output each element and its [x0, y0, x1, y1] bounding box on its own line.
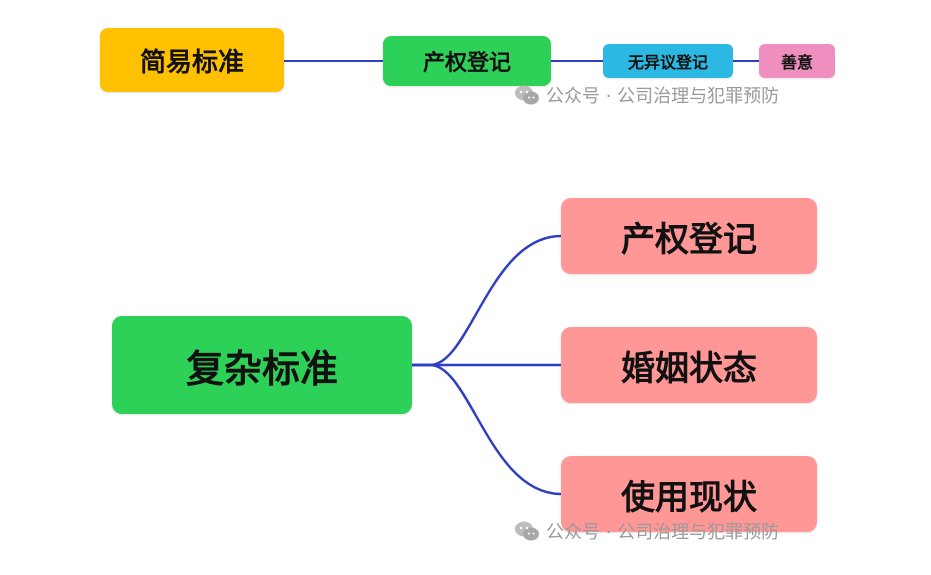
complex-branch-current-use-node: 使用现状	[561, 456, 817, 532]
simple-chain-property-registration-node: 产权登记	[383, 36, 551, 86]
watermark-bottom-text: 公众号 · 公司治理与犯罪预防	[546, 522, 780, 543]
watermark-bottom: 公众号 · 公司治理与犯罪预防	[514, 518, 779, 544]
connector-complex-branch-1	[412, 234, 562, 367]
simple-chain-no-objection-registration-node: 无异议登记	[603, 44, 733, 78]
simple-standard-node: 简易标准	[100, 28, 284, 92]
watermark-top: 公众号 · 公司治理与犯罪预防	[514, 82, 779, 108]
watermark-top-text: 公众号 · 公司治理与犯罪预防	[546, 86, 780, 107]
simple-chain-good-faith-node: 善意	[759, 44, 835, 78]
wechat-icon	[515, 521, 539, 541]
connector-complex-branch-3	[412, 363, 562, 496]
complex-branch-property-registration-node: 产权登记	[561, 198, 817, 274]
wechat-icon	[515, 85, 539, 105]
complex-branch-marital-status-node: 婚姻状态	[561, 327, 817, 403]
complex-standard-node: 复杂标准	[112, 316, 412, 414]
